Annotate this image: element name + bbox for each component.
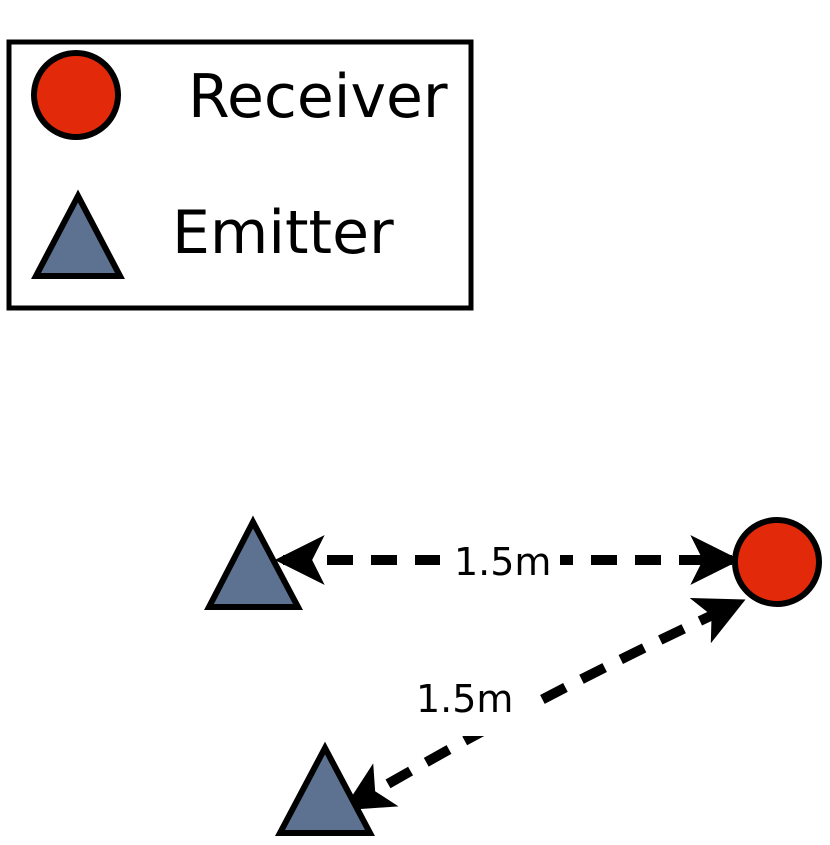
legend-receiver-label: Receiver <box>188 62 448 132</box>
legend-emitter-label: Emitter <box>172 198 394 268</box>
legend-receiver-icon <box>31 50 121 140</box>
top-distance-label: 1.5m <box>454 540 551 584</box>
legend-emitter-icon <box>31 189 125 279</box>
bottom-distance-arrow <box>342 597 746 811</box>
legend: Receiver Emitter <box>6 39 474 311</box>
receiver-node <box>732 517 822 607</box>
emitter-node-lower <box>275 741 375 836</box>
bottom-label-bg <box>410 666 530 736</box>
emitter-node-upper <box>204 515 303 610</box>
bottom-distance-label: 1.5m <box>416 677 513 721</box>
top-label-bg <box>440 530 560 586</box>
scene: 1.5m 1.5m <box>204 515 822 836</box>
